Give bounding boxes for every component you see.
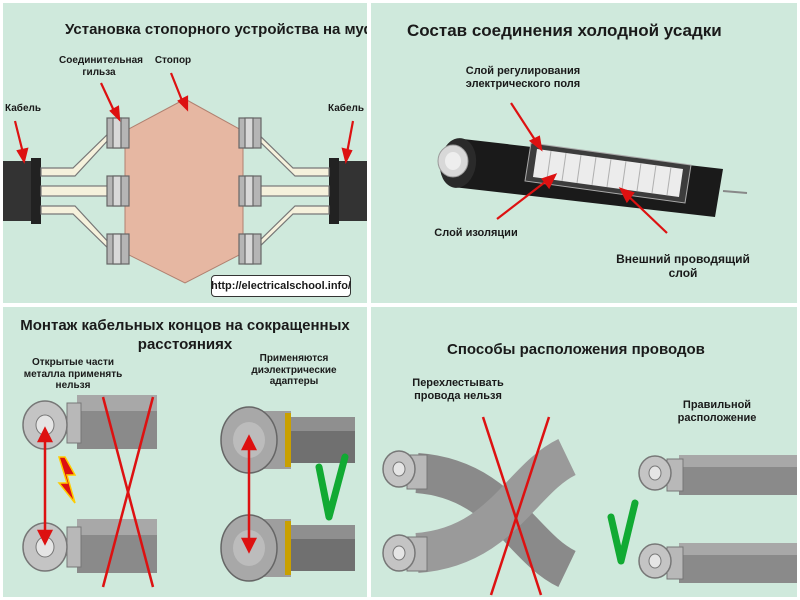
panel-stopper-installation: Установка стопорного устройства на муфта…: [3, 3, 367, 303]
wire-arrangement-diagram: [382, 416, 797, 596]
label-cable-left: Кабель: [4, 103, 42, 114]
parallel-wires: [638, 455, 797, 583]
pointer-arrows: [13, 72, 355, 165]
cable-left: [3, 161, 31, 221]
right-adapters: [220, 406, 355, 582]
panel-cold-shrink: Состав соединения холодной усадки Слой р…: [371, 3, 797, 303]
label-outer-layer: Внешний проводящий слой: [616, 252, 750, 280]
pointer-arrows-2: [496, 102, 668, 234]
source-url: http://electricalschool.info/: [211, 275, 351, 297]
cable-left-ring: [31, 158, 41, 224]
distance-arrow-left: [36, 426, 54, 546]
panel1-title: Установка стопорного устройства на муфта…: [65, 21, 367, 38]
forbidden-cross-4: [481, 416, 551, 596]
label-field-layer: Слой регулирования электрического поля: [465, 65, 581, 90]
stopper-diagram: [3, 72, 367, 284]
label-crossing: Перехлестывать провода нельзя: [412, 377, 504, 402]
label-sleeve: Соединительная гильза: [59, 55, 143, 78]
left-lugs: [22, 395, 157, 573]
cold-shrink-diagram: [437, 102, 748, 234]
short-distance-diagram: [22, 395, 355, 588]
check-icon-4: [607, 499, 639, 565]
panel4-title: Способы расположения проводов: [447, 341, 705, 358]
crossed-wires: [382, 438, 577, 588]
label-cable-right: Кабель: [327, 103, 365, 114]
spark-icon: [57, 456, 77, 504]
panel3-title: Монтаж кабельных концов на сокращенных р…: [20, 317, 350, 353]
cable-right-ring: [329, 158, 339, 224]
label-open-parts: Открытые части металла применять нельзя: [23, 357, 123, 391]
label-insulation: Слой изоляции: [434, 227, 518, 239]
cable-right: [339, 161, 367, 221]
panel2-title: Состав соединения холодной усадки: [407, 21, 722, 40]
check-icon-3: [315, 453, 349, 521]
label-adapters: Применяются диэлектрические адаптеры: [251, 353, 337, 387]
cold-shrink-cable: [437, 138, 748, 217]
panel-wire-arrangement: Способы расположения проводов Перехлесты…: [371, 307, 797, 597]
label-stopper: Стопор: [154, 55, 192, 66]
sleeves: [106, 117, 262, 265]
label-correct: Правильной расположение: [677, 399, 757, 424]
panel-short-distance: Монтаж кабельных концов на сокращенных р…: [3, 307, 367, 597]
forbidden-cross-3: [101, 396, 155, 588]
distance-arrow-right: [240, 434, 258, 554]
stopper-shape: [124, 98, 244, 284]
